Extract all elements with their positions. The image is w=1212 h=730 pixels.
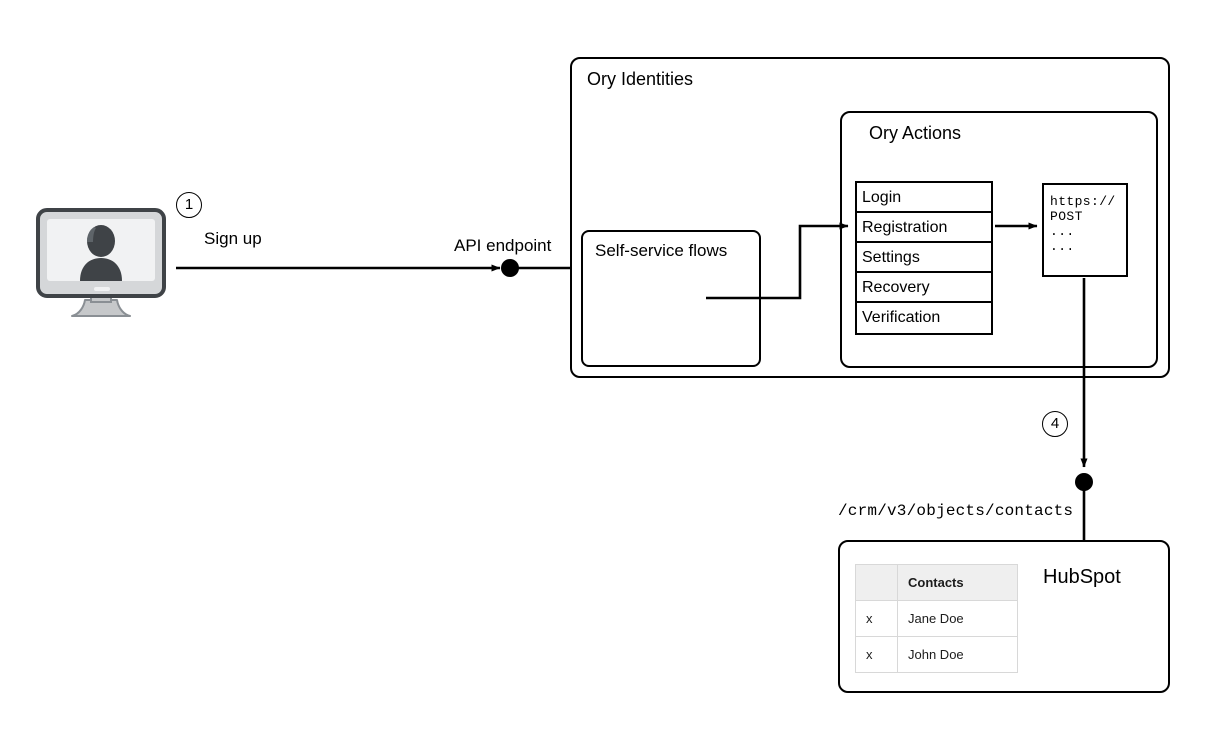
code-line-body-1: ... <box>1050 224 1075 239</box>
flow-row-settings[interactable]: Settings <box>857 243 991 273</box>
edge-label-sign-up: Sign up <box>204 229 262 249</box>
code-line-method: POST <box>1050 209 1083 224</box>
flow-row-verification[interactable]: Verification <box>862 309 941 326</box>
code-line-url: https:// <box>1050 194 1116 209</box>
cell-mark: x <box>855 636 898 673</box>
contacts-table: Contacts x Jane Doe x John Doe <box>855 564 1018 673</box>
panel-title-ory-identities: Ory Identities <box>587 69 694 89</box>
edge-label-api-endpoint: API endpoint <box>454 236 552 256</box>
code-line-body-2: ... <box>1050 239 1075 254</box>
box-label-self-service-flows: Self-service flows <box>595 241 728 260</box>
api-endpoint-dot <box>501 259 519 277</box>
flows-list: Login Registration Settings Recovery Ver… <box>855 181 993 335</box>
table-row[interactable]: x Jane Doe <box>855 600 1018 637</box>
cell-name: John Doe <box>897 636 1018 673</box>
cell-name: Jane Doe <box>897 600 1018 637</box>
flow-row-login[interactable]: Login <box>857 183 991 213</box>
cell-mark: x <box>855 600 898 637</box>
step-marker-1: 1 <box>176 192 202 218</box>
panel-title-hubspot: HubSpot <box>1043 566 1121 588</box>
panel-title-ory-actions: Ory Actions <box>869 123 962 143</box>
column-header-contacts: Contacts <box>897 564 1018 601</box>
monitor-user-icon <box>36 208 166 323</box>
flow-row-recovery[interactable]: Recovery <box>857 273 991 303</box>
column-header-mark <box>855 564 898 601</box>
table-header-row: Contacts <box>855 564 1018 601</box>
edge-label-crm-path: /crm/v3/objects/contacts <box>838 502 1074 520</box>
webhook-code-box: https:// POST ... ... <box>1042 183 1128 277</box>
flow-row-registration[interactable]: Registration <box>857 213 991 243</box>
table-row[interactable]: x John Doe <box>855 636 1018 673</box>
step-marker-4: 4 <box>1042 411 1068 437</box>
hubspot-endpoint-dot <box>1075 473 1093 491</box>
